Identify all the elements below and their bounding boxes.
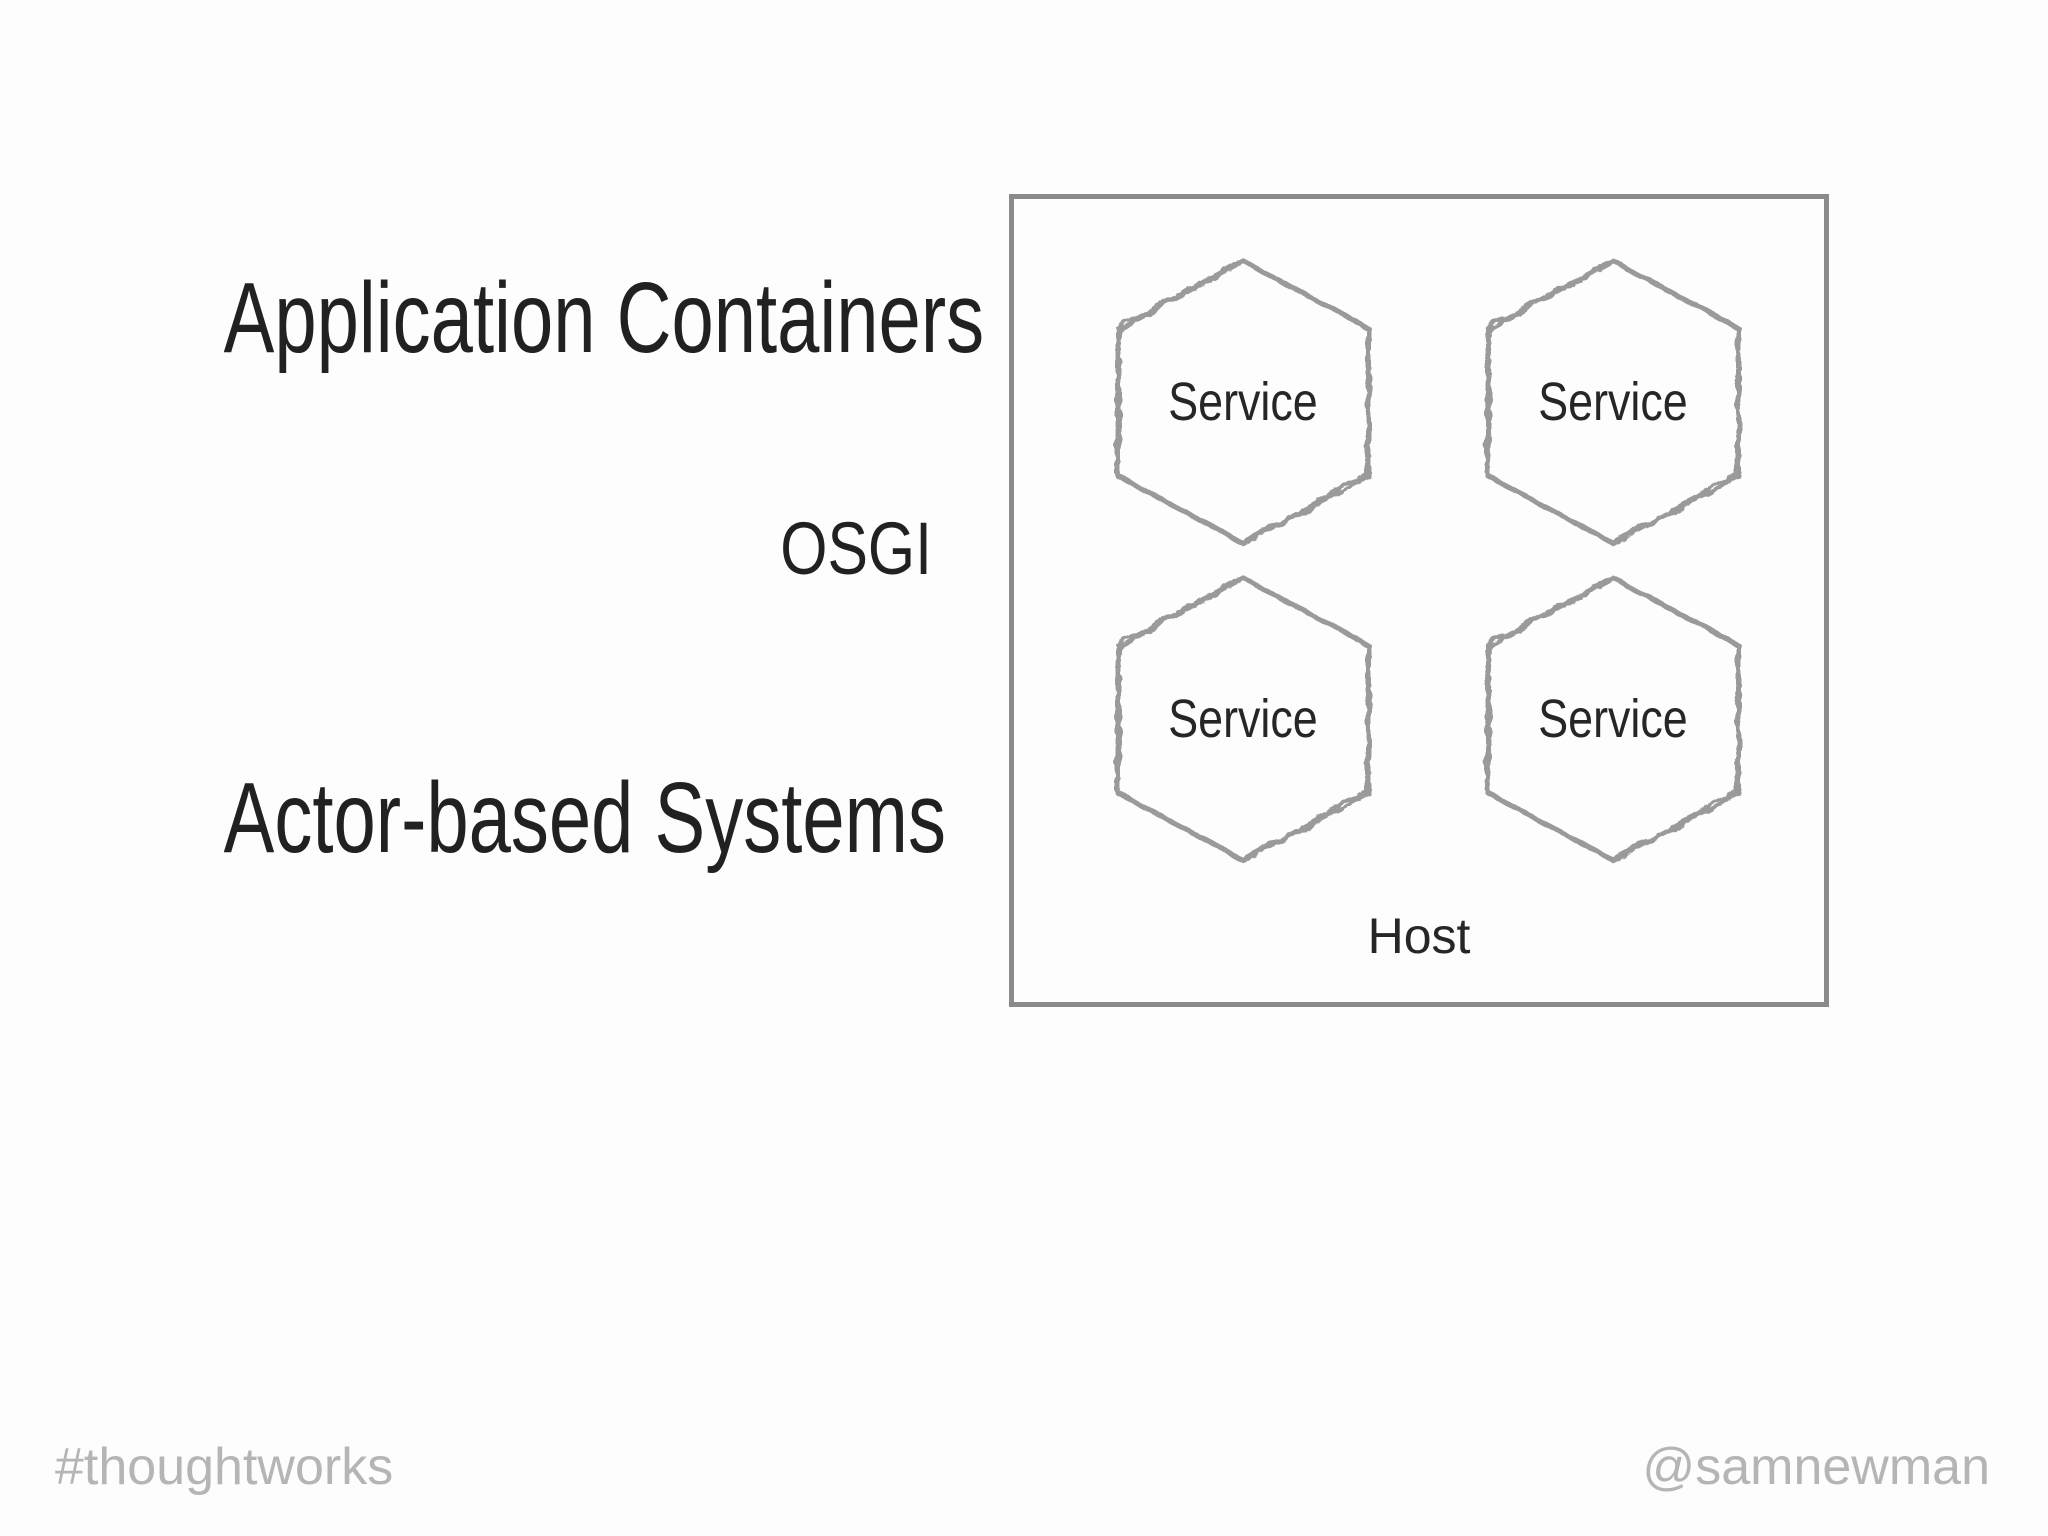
topic-osgi: OSGI (780, 507, 932, 590)
service-label: Service (1168, 689, 1318, 749)
host-label: Host (1367, 908, 1471, 964)
host-box: Service Service Service Service Host (1009, 194, 1829, 1007)
footer-handle: @samnewman (1642, 1438, 1990, 1496)
service-hexagon-3: Service (1114, 575, 1372, 863)
service-label: Service (1168, 372, 1318, 432)
service-label: Service (1538, 689, 1688, 749)
service-label: Service (1538, 372, 1688, 432)
topic-application-containers: Application Containers (223, 262, 985, 374)
topic-actor-based-systems: Actor-based Systems (223, 762, 946, 874)
service-hexagon-2: Service (1484, 258, 1742, 546)
footer-hashtag: #thoughtworks (55, 1438, 394, 1496)
service-hexagon-1: Service (1114, 258, 1372, 546)
service-hexagon-4: Service (1484, 575, 1742, 863)
